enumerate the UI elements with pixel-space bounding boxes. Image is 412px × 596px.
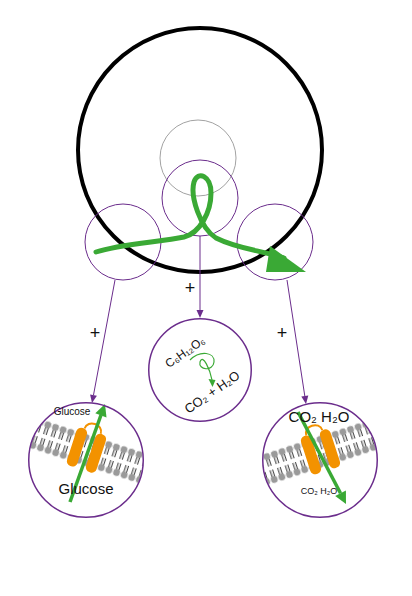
circle-border [149,319,252,422]
circle-border [263,403,378,518]
arrow-head [266,246,306,272]
plus-sign: + [277,324,288,342]
process-circle: C₆H₁₂O₆CO₂ + H₂O [148,318,252,422]
node-text: C₆H₁₂O₆ [163,334,207,370]
leader-arrow-head [90,394,97,403]
pathway-arrow [96,176,284,258]
plus-sign: + [185,279,196,297]
process-circle: GlucoseGlucose [28,402,144,518]
node-text: Glucose [58,481,113,496]
node-text: CO₂ H₂O [289,409,350,424]
circle-outline [28,402,144,518]
transport-arrow [298,412,341,493]
leader-line [200,236,201,310]
node-text: CO₂ H₂O [301,487,338,496]
leader-line [287,280,305,396]
process-circle: CO₂ H₂O CO₂ H₂O [262,402,378,518]
transporter-protein [319,428,342,469]
cell-outline [78,28,322,272]
leader-arrow-head [301,396,308,404]
zoom-circle [237,204,313,280]
reaction-arrow [190,353,214,380]
nucleus-outline [160,120,236,196]
plus-sign: + [90,324,101,342]
node-text: Glucose [54,407,91,417]
leader-arrow-head [197,310,204,318]
lipid-bilayer [13,413,160,488]
circle-border [29,403,144,518]
